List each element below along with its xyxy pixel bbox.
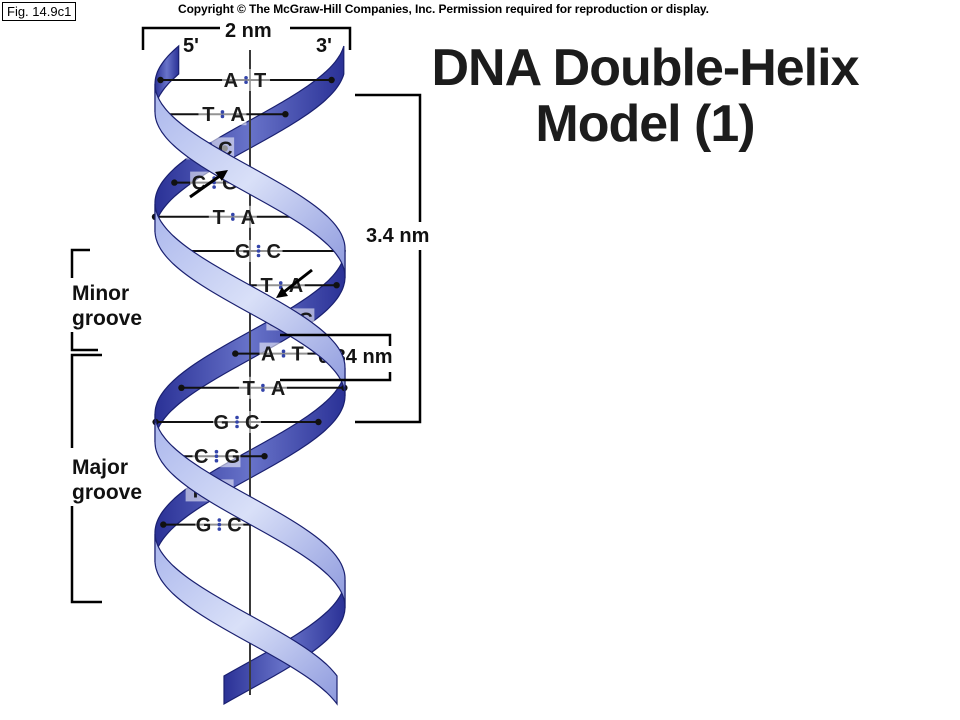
hydrogen-bond-dot xyxy=(214,458,219,463)
hydrogen-bond-dot xyxy=(217,522,222,527)
base-right-letter: C xyxy=(267,241,281,263)
phosphate-dot xyxy=(157,76,164,84)
copyright-notice: Copyright © The McGraw-Hill Companies, I… xyxy=(178,2,709,16)
hydrogen-bond-dot xyxy=(235,420,239,424)
major-groove-bracket xyxy=(70,353,102,604)
base-left-letter: G xyxy=(213,412,229,434)
base-left-letter: A xyxy=(261,344,275,366)
base-left-letter: T xyxy=(213,207,225,229)
major-groove-line-1: Major xyxy=(72,456,129,479)
base-left-letter: T xyxy=(261,275,273,297)
five-prime-label: 5' xyxy=(183,35,199,57)
base-right-letter: C xyxy=(245,412,259,434)
hydrogen-bond-dot xyxy=(220,114,225,119)
hydrogen-bond-dot xyxy=(281,349,286,354)
title-line-2: Model (1) xyxy=(535,95,755,153)
figure-label: Fig. 14.9c1 xyxy=(2,2,77,21)
base-right-letter: T xyxy=(254,70,266,92)
base-right-letter: T xyxy=(291,344,303,366)
base-right-letter: A xyxy=(271,378,285,400)
hydrogen-bond-dot xyxy=(231,212,235,217)
arrow-down-icon xyxy=(279,268,313,297)
hydrogen-bond-dot xyxy=(281,354,286,358)
hydrogen-bond-dot xyxy=(256,253,261,258)
phosphate-dot xyxy=(232,350,239,357)
minor-groove-bracket xyxy=(70,248,98,352)
phosphate-dot xyxy=(315,418,322,426)
hydrogen-bond-dot xyxy=(261,383,265,388)
front-strand xyxy=(154,83,346,706)
base-label-backdrop xyxy=(198,103,247,126)
base-label-backdrop xyxy=(256,274,305,297)
phosphate-dot xyxy=(178,384,185,391)
arrow-down-head-icon xyxy=(276,287,288,298)
base-label-backdrop xyxy=(222,69,271,91)
page-title: DNA Double-Helix Model (1) xyxy=(400,40,890,152)
base-label-backdrop xyxy=(238,376,287,399)
hydrogen-bond-dot xyxy=(231,217,235,221)
strand-b-front-segment xyxy=(154,83,346,278)
hydrogen-bond-dot xyxy=(214,449,219,454)
base-left-letter: A xyxy=(224,70,238,92)
title-line-1: DNA Double-Helix xyxy=(431,39,860,97)
minor-groove-label: Minor groove xyxy=(72,281,142,331)
hydrogen-bond-dot xyxy=(235,415,239,420)
base-right-letter: C xyxy=(227,515,241,537)
strand-a-front-segment xyxy=(154,203,346,397)
arrow-up-head-icon xyxy=(215,170,228,181)
strand-b-front-segment xyxy=(154,413,346,608)
minor-groove-line-2: groove xyxy=(72,307,143,330)
phosphate-dot xyxy=(171,179,178,186)
major-groove-line-2: groove xyxy=(72,481,143,504)
width-bracket xyxy=(141,26,352,50)
arrow-up-icon xyxy=(189,171,225,199)
hydrogen-bond-dot xyxy=(212,185,216,189)
base-left-letter: C xyxy=(194,446,208,468)
hydrogen-bond-dot xyxy=(244,80,248,85)
spacing-bracket xyxy=(280,333,392,382)
three-prime-label: 3' xyxy=(316,35,332,57)
base-left-letter: T xyxy=(243,378,255,400)
hydrogen-bond-dot xyxy=(261,388,265,392)
phosphate-dot xyxy=(160,521,167,528)
base-left-letter: G xyxy=(235,241,251,263)
strand-a-front-segment xyxy=(154,533,338,706)
turn-bracket xyxy=(355,93,422,424)
hydrogen-bond-dot xyxy=(256,244,261,249)
turn-length-label: 3.4 nm xyxy=(366,225,430,247)
base-left-letter: T xyxy=(202,104,214,126)
base-label-backdrop xyxy=(208,205,257,228)
hydrogen-bond-dot xyxy=(217,527,222,531)
phosphate-dot xyxy=(328,76,335,84)
hydrogen-bond-dot xyxy=(214,454,219,459)
hydrogen-bond-dot xyxy=(244,75,248,80)
base-right-letter: A xyxy=(230,104,244,126)
phosphate-dot xyxy=(261,453,268,460)
hydrogen-bond-dot xyxy=(220,110,225,114)
phosphate-dot xyxy=(333,282,340,289)
base-right-letter: A xyxy=(241,207,255,229)
minor-groove-line-1: Minor xyxy=(72,282,130,305)
major-groove-label: Major groove xyxy=(72,455,142,505)
hydrogen-bond-dot xyxy=(256,249,261,253)
hydrogen-bond-dot xyxy=(278,281,283,285)
base-label-backdrop xyxy=(259,342,308,365)
phosphate-dot xyxy=(282,111,289,118)
base-left-letter: G xyxy=(196,515,212,537)
hydrogen-bond-dot xyxy=(235,424,239,429)
base-right-letter: G xyxy=(224,446,240,468)
helix-width-label: 2 nm xyxy=(225,20,272,42)
hydrogen-bond-dot xyxy=(217,518,222,522)
